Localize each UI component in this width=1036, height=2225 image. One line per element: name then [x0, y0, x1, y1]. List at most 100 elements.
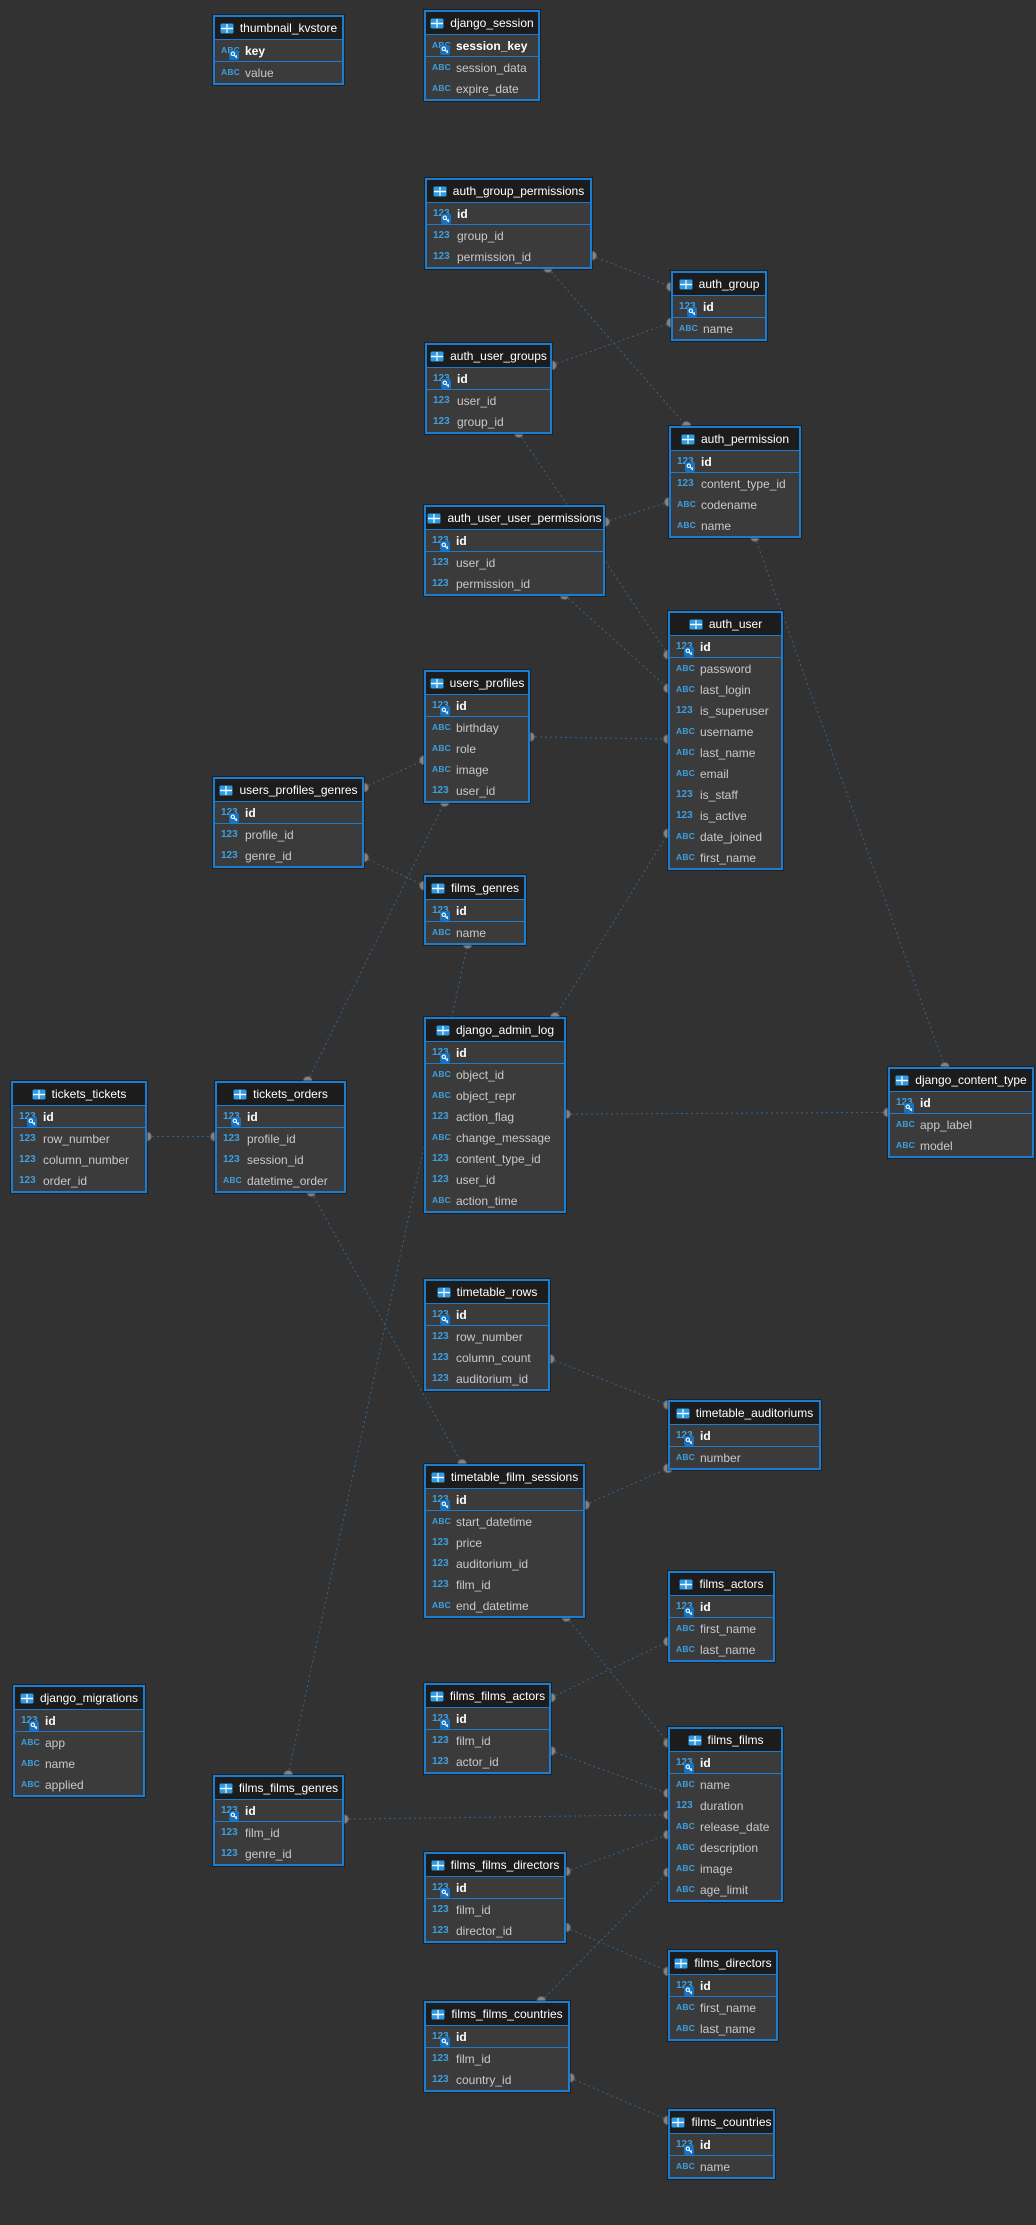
table-header[interactable]: timetable_rows: [426, 1281, 548, 1304]
relationship-line-django_admin_log-django_content_type[interactable]: [565, 1111, 889, 1115]
table-thumbnail_kvstore[interactable]: thumbnail_kvstoreABCkeyABCvalue: [213, 15, 344, 85]
table-header[interactable]: tickets_tickets: [13, 1083, 145, 1106]
relationship-line-timetable_rows-timetable_auditoriums[interactable]: [549, 1358, 669, 1406]
table-header[interactable]: users_profiles: [426, 672, 528, 695]
table-header[interactable]: films_films_actors: [426, 1685, 549, 1708]
table-header[interactable]: films_films_countries: [426, 2003, 568, 2026]
relationship-line-films_films_countries-films_films[interactable]: [540, 1872, 669, 2002]
relationship-line-auth_group_permissions-auth_permission[interactable]: [547, 267, 687, 427]
table-header[interactable]: tickets_orders: [217, 1083, 344, 1106]
table-header[interactable]: thumbnail_kvstore: [215, 17, 342, 40]
table-header[interactable]: auth_user_groups: [427, 345, 550, 368]
relationship-line-films_films_countries-films_countries[interactable]: [569, 2077, 669, 2121]
table-header[interactable]: films_genres: [426, 877, 524, 900]
table-header[interactable]: django_admin_log: [426, 1019, 564, 1042]
relationship-line-films_films_genres-films_films[interactable]: [343, 1814, 669, 1820]
table-header[interactable]: films_films_genres: [215, 1777, 342, 1800]
relationship-line-tickets_orders-timetable_film_sessions[interactable]: [310, 1191, 463, 1465]
relationship-line-films_films_directors-films_films[interactable]: [565, 1834, 669, 1872]
table-header[interactable]: timetable_auditoriums: [670, 1402, 819, 1425]
relationship-line-auth_user_groups-auth_group[interactable]: [551, 322, 672, 366]
relationship-line-auth_permission-django_content_type[interactable]: [754, 536, 946, 1068]
